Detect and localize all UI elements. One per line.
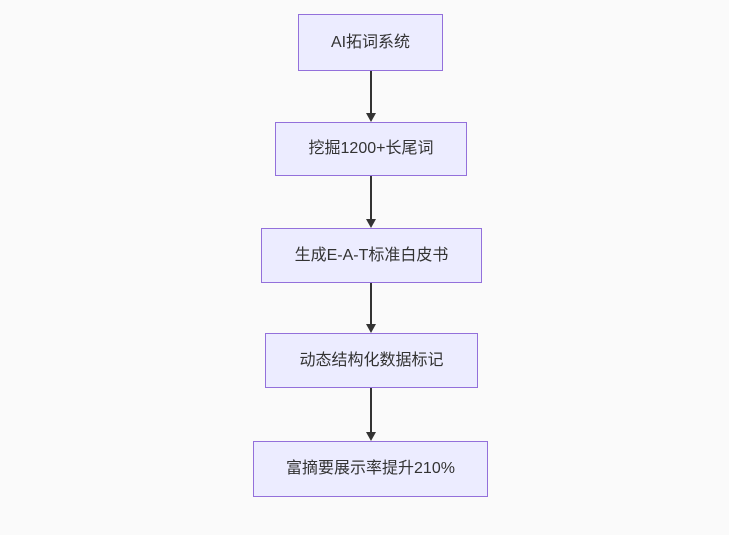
arrow-head-icon (366, 219, 376, 228)
flowchart-node-3: 生成E-A-T标准白皮书 (261, 228, 482, 283)
node-label: 富摘要展示率提升210% (286, 460, 455, 478)
flowchart-node-5: 富摘要展示率提升210% (253, 441, 488, 497)
arrow-line (370, 283, 372, 326)
arrow-head-icon (366, 113, 376, 122)
flowchart-node-4: 动态结构化数据标记 (265, 333, 478, 388)
flowchart-arrow-3 (365, 283, 377, 333)
arrow-head-icon (366, 432, 376, 441)
node-label: AI拓词系统 (330, 33, 411, 51)
flowchart-arrow-4 (365, 388, 377, 441)
node-label: 动态结构化数据标记 (299, 351, 444, 369)
arrow-line (370, 176, 372, 221)
node-label: 挖掘1200+长尾词 (308, 140, 434, 158)
arrow-line (370, 71, 372, 115)
flowchart-arrow-1 (365, 71, 377, 122)
flowchart-node-2: 挖掘1200+长尾词 (275, 122, 467, 176)
flowchart-node-1: AI拓词系统 (298, 14, 443, 71)
arrow-line (370, 388, 372, 434)
arrow-head-icon (366, 324, 376, 333)
flowchart-arrow-2 (365, 176, 377, 228)
node-label: 生成E-A-T标准白皮书 (294, 246, 449, 264)
